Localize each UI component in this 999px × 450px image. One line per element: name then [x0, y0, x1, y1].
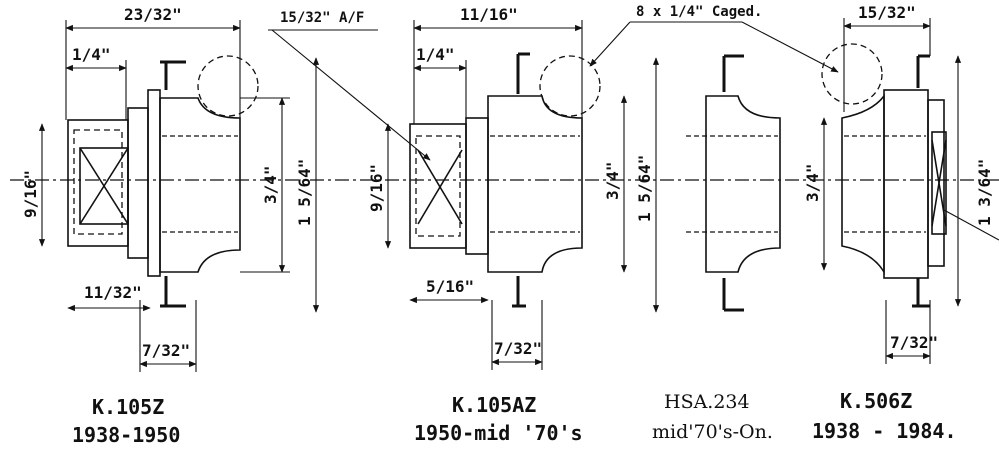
dim-1-4-b: 1/4" [416, 45, 455, 64]
dim-5-16: 5/16" [426, 277, 474, 296]
dim-15-32-af: 15/32" A/F [280, 10, 364, 26]
dim-11-32: 11/32" [84, 283, 142, 302]
dim-15-32: 15/32" [858, 3, 916, 22]
ball-circle [539, 55, 601, 117]
part-4-code: K.506Z [840, 389, 912, 413]
dim-7-32-b: 7/32" [494, 339, 542, 358]
dim-3-4-c: 3/4" [803, 163, 822, 202]
dim-9-16-a: 9/16" [21, 170, 40, 218]
dim-3-4-a: 3/4" [261, 165, 280, 204]
dim-1-3-64: 1 3/64" [975, 159, 994, 226]
part-3-years: mid'70's-On. [652, 421, 773, 443]
dim-7-32-a: 7/32" [142, 341, 190, 360]
drive-square [67, 119, 129, 247]
af-leader [271, 29, 431, 161]
caged-leader [589, 21, 631, 67]
part-3-code: HSA.234 [664, 391, 750, 413]
dim-11-16: 11/16" [460, 5, 518, 24]
dim-caged: 8 x 1/4" Caged. [636, 4, 762, 20]
part-k506z-drawing [820, 18, 999, 364]
part-1-code: K.105Z [92, 395, 164, 419]
part-1-years: 1938-1950 [72, 423, 180, 447]
part-2-code: K.105AZ [452, 393, 536, 417]
dim-1-5-64-a: 1 5/64" [295, 159, 314, 226]
ball-circle [197, 55, 259, 117]
dim-9-16-b: 9/16" [367, 164, 386, 212]
part-4-years: 1938 - 1984. [812, 419, 957, 443]
dim-7-32-c: 7/32" [890, 333, 938, 352]
dim-23-32: 23/32" [124, 5, 182, 24]
part-2-years: 1950-mid '70's [414, 421, 583, 445]
dim-3-4-b: 3/4" [603, 161, 622, 200]
dim-1-5-64-b: 1 5/64" [635, 155, 654, 222]
dim-1-4-a: 1/4" [72, 45, 111, 64]
part-hsa234-drawing [686, 54, 781, 312]
part-k105az-drawing [384, 20, 660, 370]
ball-circle [821, 43, 883, 105]
part-k105z-drawing [38, 20, 320, 372]
